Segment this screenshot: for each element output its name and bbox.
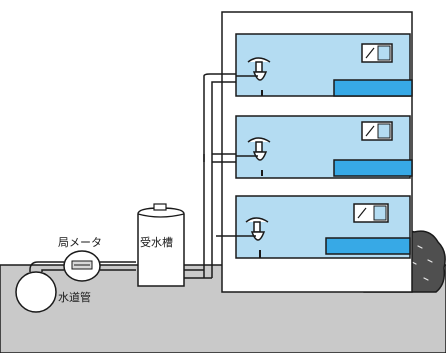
water-main [15,271,57,313]
receiving-tank [137,203,185,287]
floor-2 [235,115,413,179]
window-glass-1 [373,205,387,221]
floor-1 [216,195,411,259]
balcony-1 [325,237,411,255]
water-meter [63,250,101,282]
window-glass-2 [377,123,391,139]
balcony-2 [333,159,413,177]
tank-label: 受水槽 [140,236,173,249]
faucet-3 [236,57,271,96]
meter-label: 局メータ [58,236,102,249]
main-pipe-label: 水道管 [58,290,91,304]
faucet-1 [216,217,269,258]
floor-3 [235,33,413,97]
tank-to-riser-pipe [184,269,212,279]
faucet-2 [236,137,271,176]
balcony-3 [333,79,413,97]
window-glass-3 [377,45,391,61]
meter-to-tank-pipe [100,261,136,271]
riser-pipe [203,73,236,278]
supply-pipe [29,261,64,272]
